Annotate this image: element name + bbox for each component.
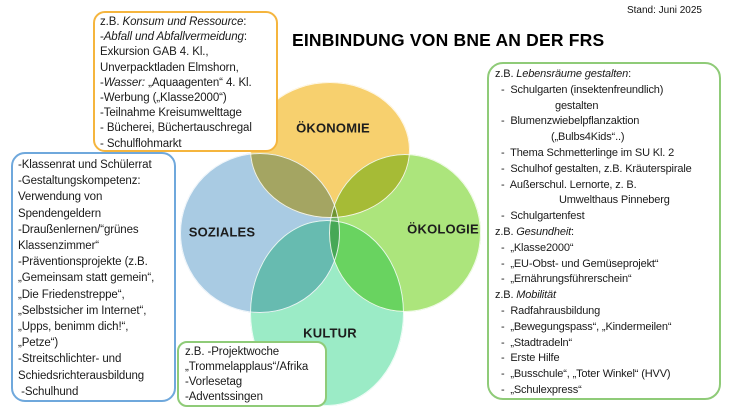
- note-box-oekologie: z.B. Lebensräume gestalten: - Schulgarten…: [487, 62, 721, 400]
- text-line: - Schulhof gestalten, z.B. Kräuterspiral…: [501, 162, 692, 175]
- text-line: - Außerschul. Lernorte, z. B.: [501, 178, 637, 191]
- venn-label-soziales: SOZIALES: [188, 224, 256, 240]
- text-line: „Gemeinsam statt gemein“,: [18, 272, 155, 285]
- text-line: - „Ernährungsführerschein“: [501, 273, 632, 286]
- text-line: - „Busschule“, „Toter Winkel“ (HVV): [501, 368, 671, 381]
- text-line: - Thema Schmetterlinge im SU Kl. 2: [501, 146, 675, 159]
- text-line: Spendengeldern: [18, 207, 102, 220]
- text-line: -Teilnahme Kreisumwelttage: [100, 107, 242, 120]
- text-line: -Gestaltungskompetenz:: [18, 175, 141, 188]
- text-line: - Schulgarten (insektenfreundlich): [501, 83, 664, 96]
- text-line: -Klassenrat und Schülerrat: [18, 159, 152, 171]
- text-line: („Bulbs4Kids“..): [551, 131, 625, 144]
- text-line: -Wasser: „Aquaagenten“ 4. Kl.: [100, 76, 252, 89]
- text-line: - „Schulexpress“: [501, 383, 582, 396]
- text-line: „Selbstsicher im Internet“,: [18, 304, 147, 317]
- text-line: - Schulgartenfest: [501, 210, 585, 223]
- text-line: - Erste Hilfe: [501, 352, 560, 365]
- text-line: „Trommelapplaus“/Afrika: [185, 361, 309, 373]
- venn-outline-kultur: [250, 220, 404, 406]
- text-line: - „EU-Obst- und Gemüseprojekt“: [501, 257, 659, 270]
- text-line: z.B. Gesundheit:: [495, 225, 574, 238]
- stand-date-label: Stand: Juni 2025: [626, 5, 702, 16]
- text-line: - Schulflohmarkt: [100, 137, 182, 150]
- text-line: Schiedsrichterausbildung: [18, 369, 145, 382]
- text-line: -Präventionsprojekte (z.B.: [18, 256, 148, 269]
- text-line: - Bücherei, Büchertauschregal: [100, 122, 252, 135]
- text-line: z.B. Konsum und Ressource:: [100, 16, 247, 28]
- text-line: z.B. -Projektwoche: [185, 346, 280, 358]
- venn-label-kultur: KULTUR: [303, 325, 357, 341]
- text-line: z.B. Lebensräume gestalten:: [495, 68, 631, 80]
- text-line: -Abfall und Abfallvermeidung:: [100, 31, 247, 44]
- venn-label-oekonomie: ÖKONOMIE: [296, 120, 370, 136]
- page-title: EINBINDUNG VON BNE AN DER FRS: [292, 30, 605, 50]
- text-line: -Streitschlichter- und: [18, 353, 122, 366]
- text-line: z.B. Mobilität: [495, 289, 556, 302]
- text-line: Umwelthaus Pinneberg: [559, 194, 670, 207]
- text-line: „Upps, benimm dich!“,: [18, 321, 129, 334]
- text-line: Unverpacktladen Elmshorn,: [100, 61, 239, 74]
- text-line: - „Bewegungspass“, „Kindermeilen“: [501, 320, 672, 333]
- text-line: - Radfahrausbildung: [501, 304, 601, 317]
- text-line: „Die Friedenstreppe“,: [18, 288, 125, 301]
- note-box-soziales: -Klassenrat und Schülerrat -Gestaltungsko…: [11, 152, 176, 402]
- text-line: - „Stadtradeln“: [501, 336, 572, 349]
- text-line: gestalten: [555, 99, 599, 112]
- venn-label-oekologie: ÖKOLOGIE: [407, 221, 479, 237]
- text-line: -Vorlesetag: [185, 376, 243, 388]
- text-line: -Draußenlernen/“grünes: [18, 223, 139, 236]
- text-line: - „Klasse2000“: [501, 241, 574, 254]
- text-line: -Adventssingen: [185, 391, 263, 403]
- note-box-konsum: z.B. Konsum und Ressource: -Abfall und Ab…: [93, 11, 278, 152]
- text-line: -Werbung („Klasse2000“): [100, 92, 227, 105]
- text-line: - Blumenzwiebelpflanzaktion: [501, 115, 640, 128]
- text-line: „Petze“): [18, 337, 59, 350]
- text-line: Klassenzimmer“: [18, 240, 100, 253]
- text-line: Verwendung von: [18, 191, 103, 204]
- text-line: -Schulhund: [18, 385, 79, 398]
- text-line: Exkursion GAB 4. Kl.,: [100, 46, 209, 59]
- note-box-kultur: z.B. -Projektwoche „Trommelapplaus“/Afrik…: [177, 341, 327, 407]
